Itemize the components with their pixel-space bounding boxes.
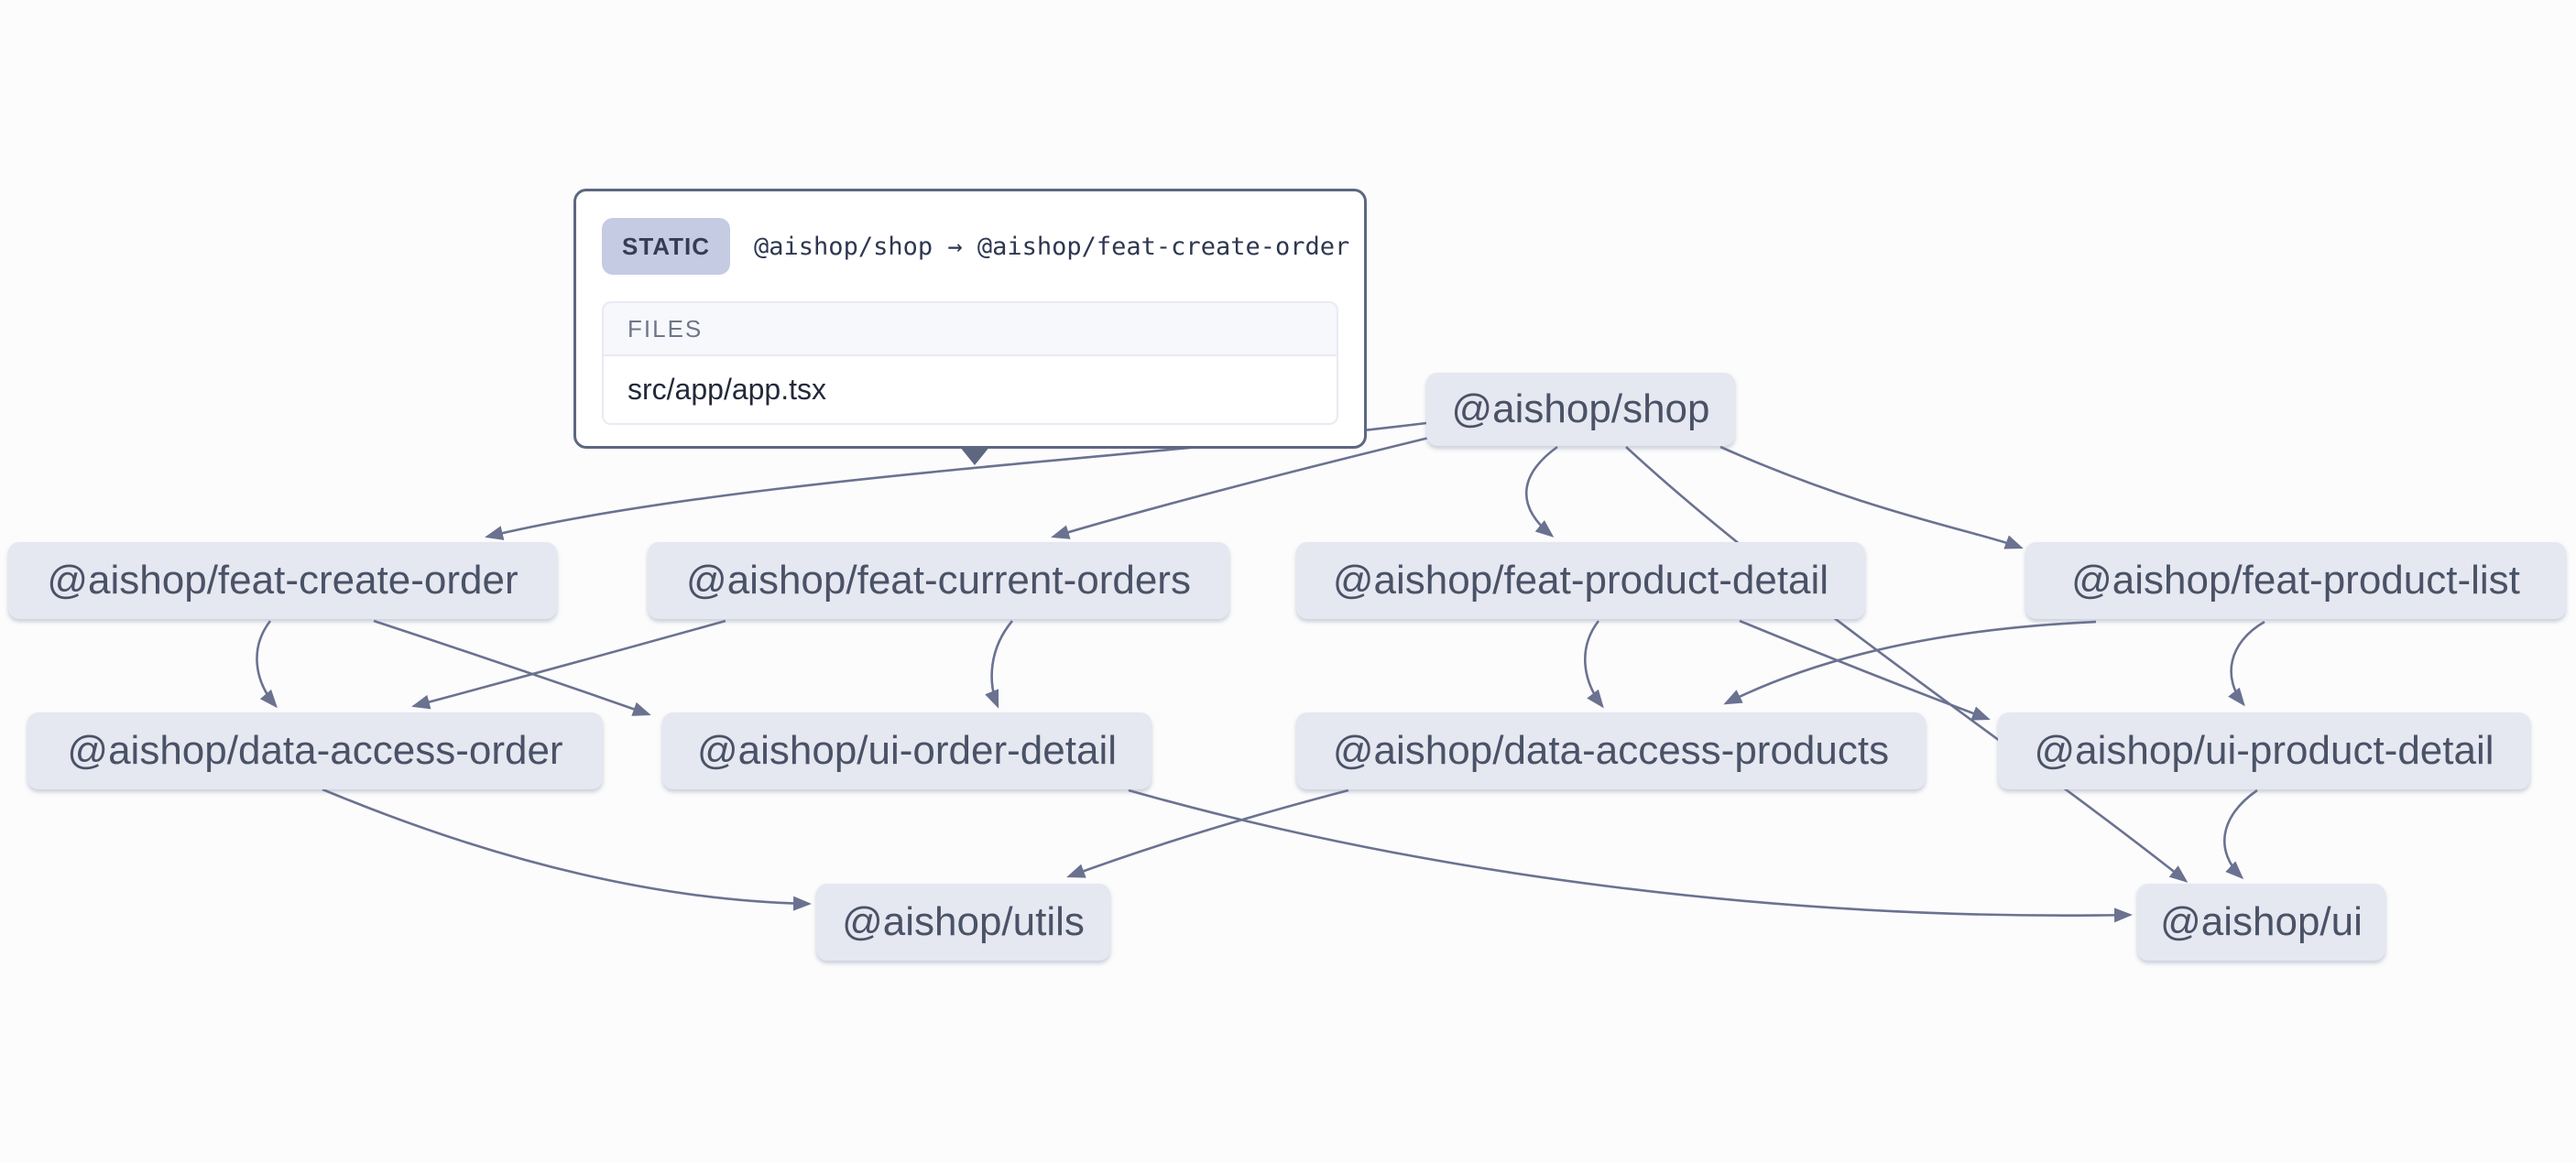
edge-fpd-upd[interactable] (1739, 619, 1991, 721)
files-list: src/app/app.tsx (604, 356, 1337, 423)
edge-shop-fpl[interactable] (1719, 445, 2024, 549)
edge-upd-ui[interactable] (2223, 788, 2258, 880)
tooltip-caret (959, 446, 990, 465)
edge-label: @aishop/shop → @aishop/feat-create-order (754, 232, 1350, 261)
graph-node-fco[interactable]: @aishop/feat-current-orders (648, 542, 1229, 619)
edge-type-badge: STATIC (602, 218, 731, 275)
graph-node-fpd[interactable]: @aishop/feat-product-detail (1296, 542, 1865, 619)
graph-node-shop[interactable]: @aishop/shop (1426, 373, 1735, 446)
edge-dap-utils[interactable] (1066, 788, 1349, 878)
edge-fcd-uod[interactable] (373, 619, 651, 716)
graph-node-fpl[interactable]: @aishop/feat-product-list (2025, 542, 2566, 619)
graph-node-fcd[interactable]: @aishop/feat-create-order (8, 542, 557, 619)
graph-node-dao[interactable]: @aishop/data-access-order (27, 712, 603, 789)
edge-uod-ui[interactable] (1128, 788, 2133, 923)
edge-fcd-dao[interactable] (256, 620, 278, 709)
edge-fpd-dap[interactable] (1583, 620, 1604, 709)
graph-node-utils[interactable]: @aishop/utils (816, 884, 1110, 961)
edge-fco-uod[interactable] (985, 620, 1013, 709)
files-header-row: FILES (604, 303, 1337, 356)
graph-node-uod[interactable]: @aishop/ui-order-detail (662, 712, 1152, 789)
edge-fpl-upd[interactable] (2228, 620, 2265, 707)
edge-shop-ui[interactable] (1625, 446, 2189, 883)
graph-node-ui[interactable]: @aishop/ui (2137, 884, 2385, 961)
edge-tooltip: STATIC @aishop/shop → @aishop/feat-creat… (573, 189, 1367, 465)
edge-shop-fpd[interactable] (1524, 445, 1558, 538)
graph-node-dap[interactable]: @aishop/data-access-products (1296, 712, 1926, 789)
file-row: src/app/app.tsx (604, 356, 1337, 423)
edge-fco-dao[interactable] (411, 619, 726, 710)
edge-fpl-dap[interactable] (1723, 620, 2097, 705)
files-header-label: FILES (628, 314, 704, 342)
edge-shop-fco[interactable] (1051, 436, 1430, 539)
files-box: FILES src/app/app.tsx (602, 301, 1338, 425)
graph-node-upd[interactable]: @aishop/ui-product-detail (1998, 712, 2530, 789)
edge-dao-utils[interactable] (322, 788, 812, 911)
tooltip-header: STATIC @aishop/shop → @aishop/feat-creat… (602, 217, 1349, 276)
